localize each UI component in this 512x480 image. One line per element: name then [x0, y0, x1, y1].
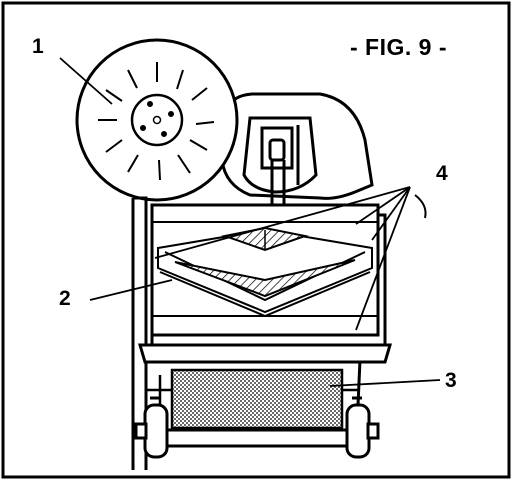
callout-leaders [59, 57, 441, 387]
callout-3: 3 [445, 369, 457, 392]
grinding-wheel [75, 38, 239, 202]
figure-title: - FIG. 9 - [350, 34, 447, 60]
water-tank [158, 368, 344, 440]
callout-2: 2 [59, 287, 71, 310]
wheel-assembly [134, 396, 380, 459]
hood [220, 92, 374, 210]
callout-1: 1 [32, 35, 44, 58]
callout-4: 4 [436, 162, 448, 185]
side-arc [414, 194, 427, 219]
